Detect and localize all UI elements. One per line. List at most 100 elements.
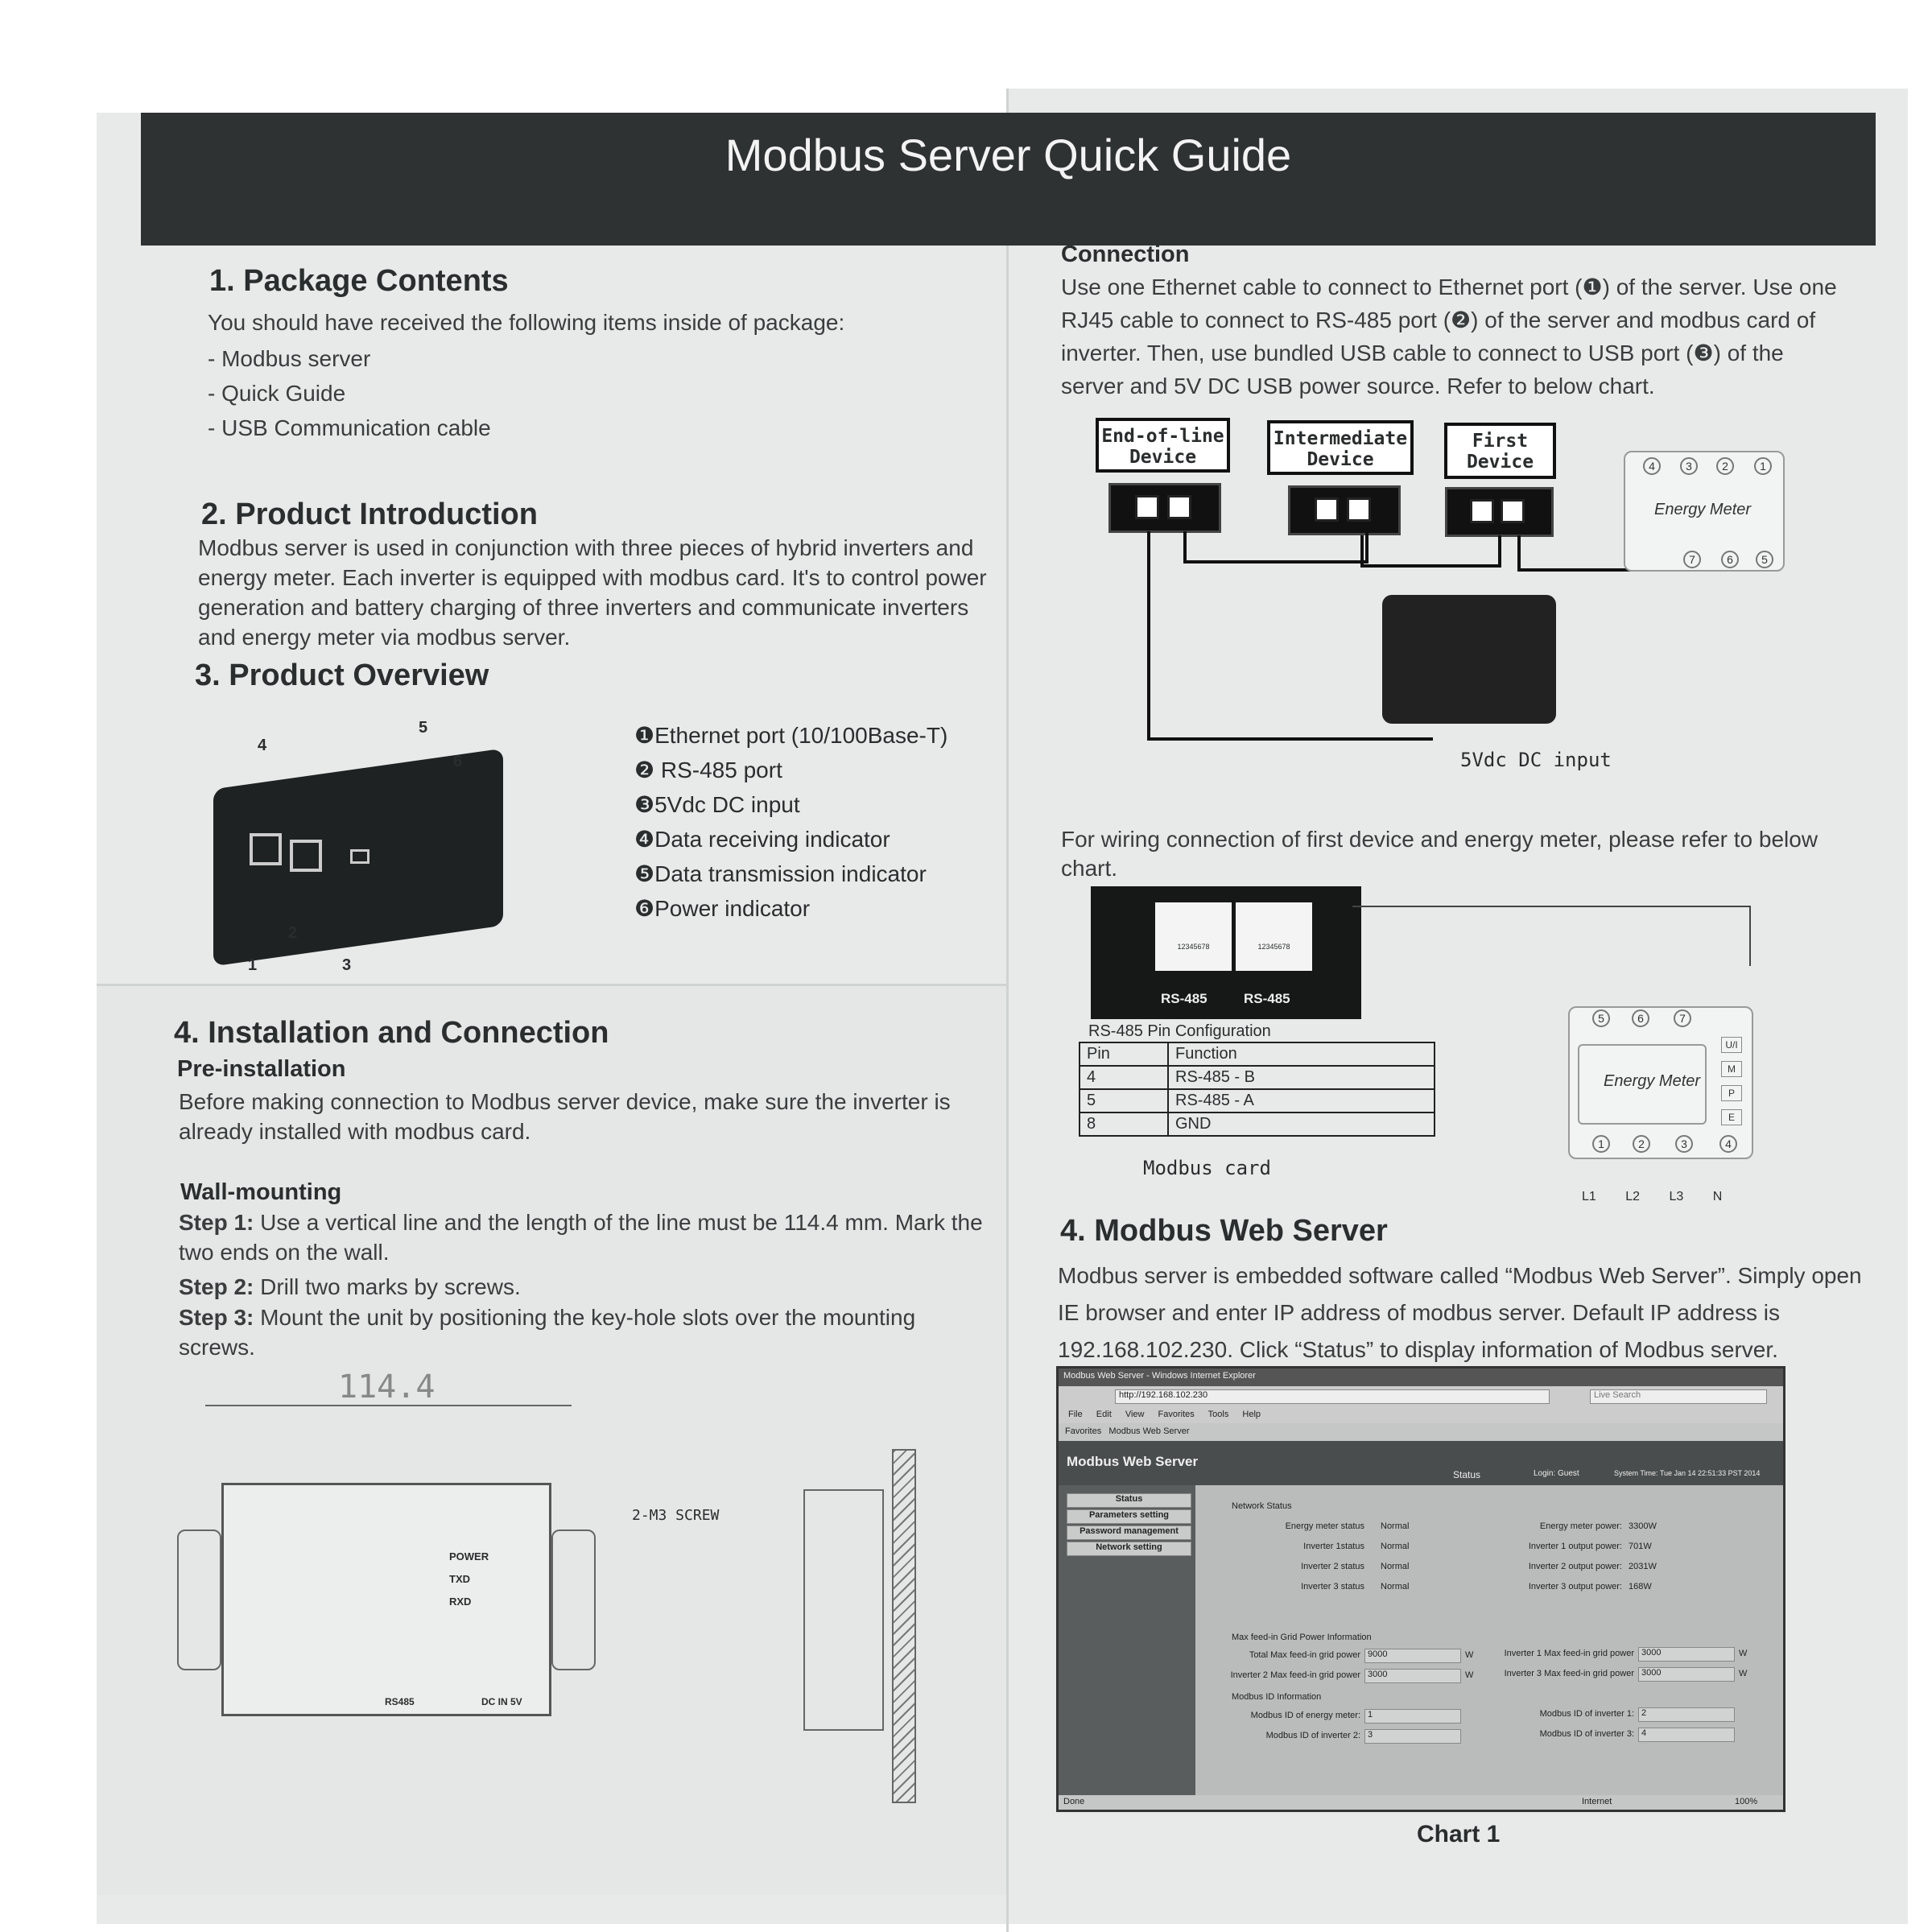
address-bar[interactable]: http://192.168.102.230 (1115, 1389, 1550, 1404)
status-tab[interactable]: Status (1453, 1469, 1481, 1480)
energy-meter-label: Energy Meter (1654, 501, 1752, 518)
rj45-jack: 12345678 (1236, 902, 1312, 971)
field-label: Inverter 3 Max feed-in grid power (1504, 1669, 1634, 1678)
rs485-port-icon (290, 840, 322, 872)
heading-connection: Connection (1061, 242, 1190, 267)
unit: W (1465, 1650, 1474, 1660)
table-cell: GND (1167, 1112, 1435, 1137)
meter-terminal: 2 (1633, 1135, 1650, 1153)
meter-terminal: 1 (1592, 1135, 1610, 1153)
maxfeed-heading: Max feed-in Grid Power Information (1232, 1633, 1372, 1642)
inverter3-maxfeed-input[interactable]: 3000 (1638, 1667, 1735, 1682)
package-item: - USB Communication cable (208, 415, 491, 440)
favorites-button[interactable]: Favorites (1065, 1426, 1102, 1436)
nav-password[interactable]: Password management (1067, 1525, 1191, 1540)
inverter2-maxfeed-input[interactable]: 3000 (1364, 1669, 1461, 1683)
connection-text: Use one Ethernet cable to connect to Eth… (1061, 275, 1837, 398)
line-labels: L1 L2 L3 N (1582, 1190, 1722, 1204)
inverter3-id-input[interactable]: 4 (1638, 1728, 1735, 1742)
energy-meter: Energy Meter 4 3 2 1 7 6 5 (1624, 451, 1785, 572)
pre-installation-text: Before making connection to Modbus serve… (179, 1089, 951, 1144)
device-label: Device (1466, 452, 1534, 473)
fold-vertical (1006, 89, 1009, 1932)
energy-meter-id-input[interactable]: 1 (1364, 1709, 1461, 1724)
status-label: Inverter 1status (1303, 1542, 1364, 1551)
energy-meter-label: Energy Meter (1604, 1072, 1701, 1090)
line-label: L2 (1625, 1190, 1641, 1203)
menu-item[interactable]: Tools (1208, 1410, 1229, 1419)
meter-terminal: 6 (1721, 551, 1739, 568)
menu-item[interactable]: File (1068, 1410, 1083, 1419)
meter-terminal: 3 (1680, 457, 1698, 475)
meter-terminal: 4 (1719, 1135, 1737, 1153)
power-label: Inverter 1 output power: (1528, 1542, 1622, 1551)
heading-package-contents: 1. Package Contents (209, 264, 509, 298)
step-text: Use a vertical line and the length of th… (179, 1210, 983, 1265)
power-value: 3300W (1629, 1521, 1657, 1531)
menu-item[interactable]: View (1125, 1410, 1145, 1419)
window-title: Modbus Web Server - Windows Internet Exp… (1059, 1368, 1783, 1386)
device-label: Device (1307, 449, 1374, 470)
status-value: Normal (1381, 1521, 1410, 1531)
inverter1-maxfeed-input[interactable]: 3000 (1638, 1647, 1735, 1662)
field-label: Total Max feed-in grid power (1249, 1650, 1360, 1660)
power-value: 701W (1629, 1542, 1652, 1551)
step-text: Mount the unit by positioning the key-ho… (179, 1305, 916, 1360)
nav-parameters[interactable]: Parameters setting (1067, 1509, 1191, 1524)
menu-item[interactable]: Edit (1096, 1410, 1112, 1419)
callout-2: 2 (288, 924, 298, 942)
device-label: First (1472, 431, 1529, 452)
nav-status[interactable]: Status (1067, 1493, 1191, 1508)
step-label: Step 2: (179, 1274, 254, 1299)
wiring-cable (1352, 906, 1751, 966)
status-value: Normal (1381, 1542, 1410, 1551)
modbus-card-end (1108, 483, 1221, 533)
login-text: Login: Guest (1534, 1469, 1579, 1478)
zoom-level[interactable]: 100% (1735, 1797, 1758, 1806)
inverter2-id-input[interactable]: 3 (1364, 1729, 1461, 1744)
total-maxfeed-input[interactable]: 9000 (1364, 1649, 1461, 1663)
heading-pre-installation: Pre-installation (177, 1056, 346, 1082)
wiring-text: For wiring connection of first device an… (1061, 827, 1818, 881)
status-value: Normal (1381, 1562, 1410, 1571)
meter-terminal: 7 (1674, 1009, 1691, 1027)
led-label: POWER (449, 1550, 489, 1563)
legend-item: ❺Data transmission indicator (634, 861, 927, 886)
status-label: Inverter 2 status (1301, 1562, 1364, 1571)
dimension-label: 114.4 (338, 1368, 436, 1406)
ethernet-cable (1147, 531, 1433, 741)
table-cell: 5 (1079, 1088, 1169, 1113)
heading-product-introduction: 2. Product Introduction (201, 497, 538, 531)
nav-network[interactable]: Network setting (1067, 1542, 1191, 1556)
menu-item[interactable]: Favorites (1158, 1410, 1195, 1419)
table-cell: 8 (1079, 1112, 1169, 1137)
table-header: Pin (1079, 1042, 1169, 1067)
header-band (141, 113, 1876, 246)
browser-tab[interactable]: Modbus Web Server (1108, 1426, 1190, 1436)
unit: W (1739, 1669, 1748, 1678)
wall-hatch (892, 1449, 916, 1803)
modbus-id-heading: Modbus ID Information (1232, 1692, 1322, 1702)
callout-6: 6 (453, 753, 463, 770)
package-item: - Quick Guide (208, 381, 346, 406)
status-bar: Done Internet 100% (1059, 1795, 1783, 1810)
port-label: RS-485 (1161, 991, 1208, 1006)
meter-terminal: 1 (1754, 457, 1772, 475)
menu-item[interactable]: Help (1242, 1410, 1261, 1419)
search-box[interactable]: Live Search (1590, 1389, 1767, 1404)
inverter1-id-input[interactable]: 2 (1638, 1707, 1735, 1722)
heading-product-overview: 3. Product Overview (195, 658, 489, 692)
screw-label: 2-M3 SCREW (632, 1507, 720, 1524)
overview-legend: ❶Ethernet port (10/100Base-T) ❷ RS-485 p… (634, 718, 947, 926)
favorites-bar: Favorites Modbus Web Server (1059, 1423, 1783, 1441)
mount-ear-left (177, 1530, 221, 1670)
power-label: Inverter 3 output power: (1528, 1582, 1622, 1591)
meter-side-label: U/I (1721, 1037, 1742, 1053)
meter-terminal: 5 (1592, 1009, 1610, 1027)
meter-terminal: 6 (1632, 1009, 1649, 1027)
modbus-card-first (1445, 487, 1554, 537)
modbus-card-intermediate (1288, 485, 1401, 535)
